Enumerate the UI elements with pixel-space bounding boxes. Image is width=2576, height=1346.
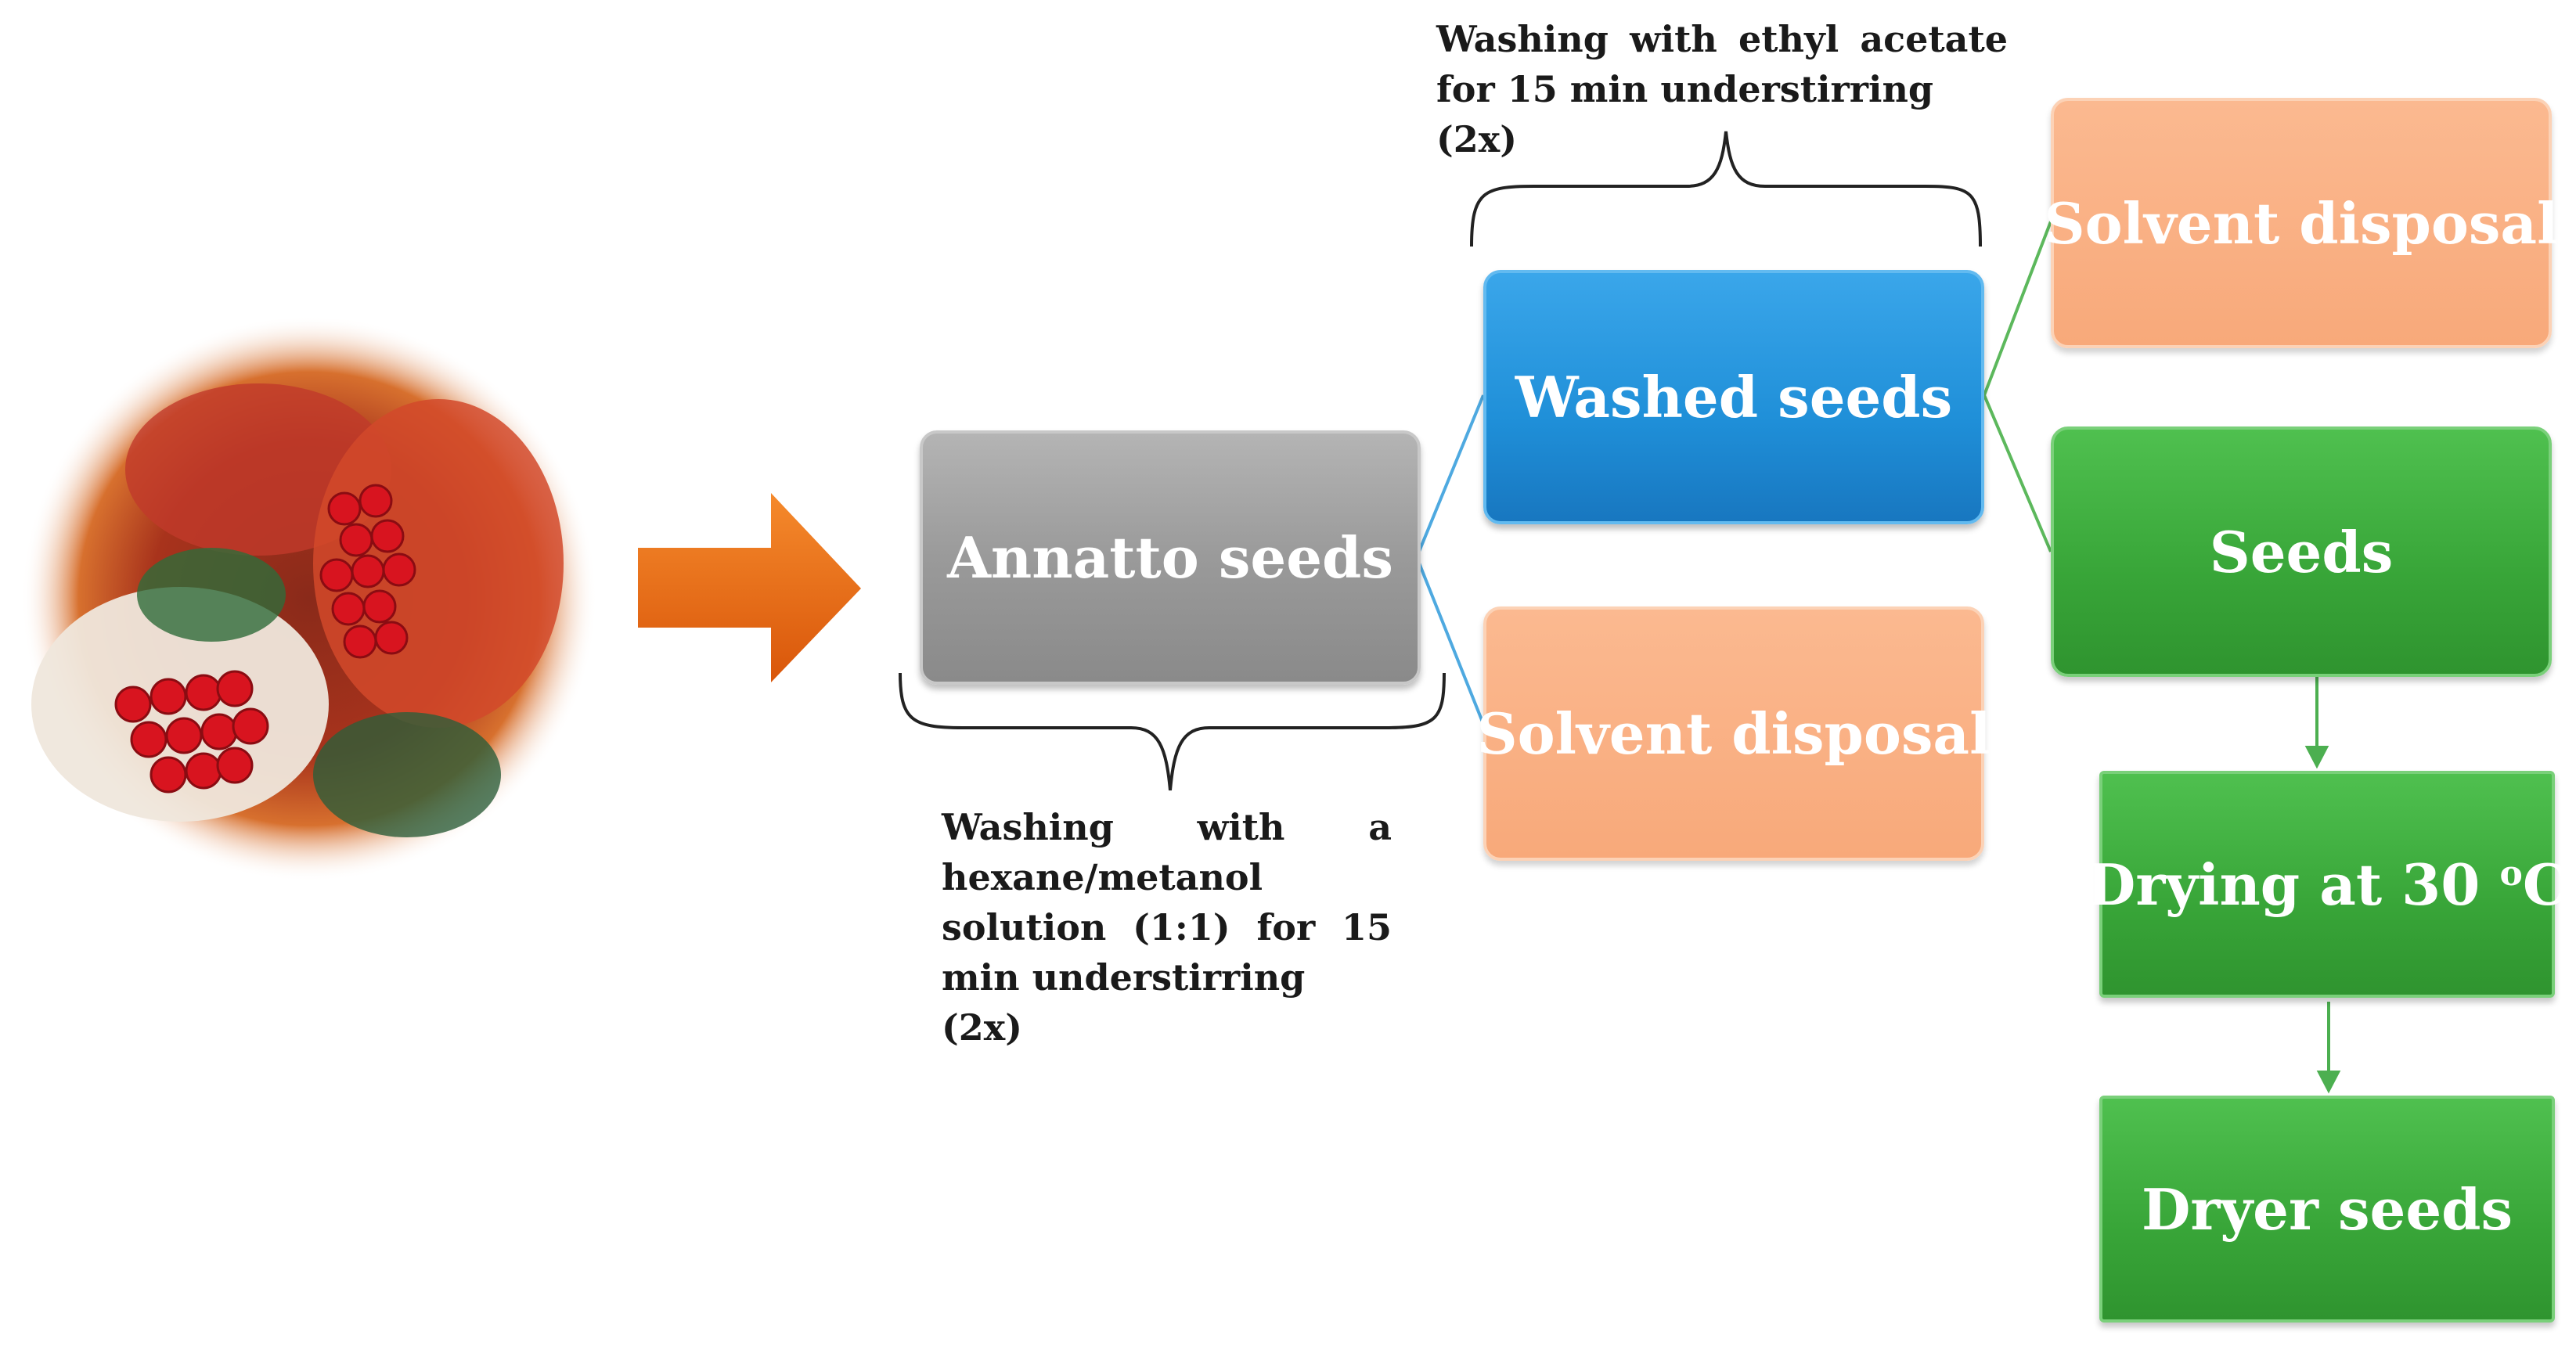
bottom-note-line1: Washing with a [942, 806, 1392, 848]
washed-seeds-label: Washed seeds [1515, 364, 1953, 430]
annatto-seeds-label: Annatto seeds [947, 524, 1393, 591]
drying-label: Drying at 30 oC [2086, 851, 2568, 918]
annatto-fruit-photo [21, 315, 597, 882]
bottom-note-line4: min understirring (2x) [942, 956, 1306, 1049]
annatto-seeds-node: Annatto seeds [920, 430, 1421, 685]
solvent-disposal-top-node: Solvent disposal [2045, 98, 2558, 348]
top-note-line2: for 15 min understirring (2x) [1436, 68, 1934, 160]
bottom-brace [899, 672, 1446, 791]
dryer-seeds-node: Dryer seeds [2099, 1096, 2555, 1323]
seeds-label: Seeds [2209, 518, 2394, 585]
solvent-disposal-mid-label: Solvent disposal [1476, 700, 1991, 767]
bottom-note-line3: solution (1:1) for 15 [942, 906, 1392, 948]
seeds-node: Seeds [2051, 426, 2552, 677]
top-note-line1: Washing with ethyl acetate [1436, 18, 2008, 60]
drying-node: Drying at 30 oC [2087, 771, 2567, 998]
washed-seeds-node: Washed seeds [1483, 270, 1984, 524]
bottom-note: Washing with a hexane/metanol solution (… [942, 802, 1392, 1053]
bottom-note-line2: hexane/metanol [942, 856, 1263, 898]
top-note: Washing with ethyl acetate for 15 min un… [1436, 14, 2008, 164]
solvent-disposal-top-label: Solvent disposal [2044, 189, 2559, 257]
top-brace [1470, 131, 1982, 247]
dryer-seeds-label: Dryer seeds [2141, 1175, 2513, 1243]
big-arrow [638, 493, 861, 682]
solvent-disposal-mid-node: Solvent disposal [1477, 606, 1991, 861]
